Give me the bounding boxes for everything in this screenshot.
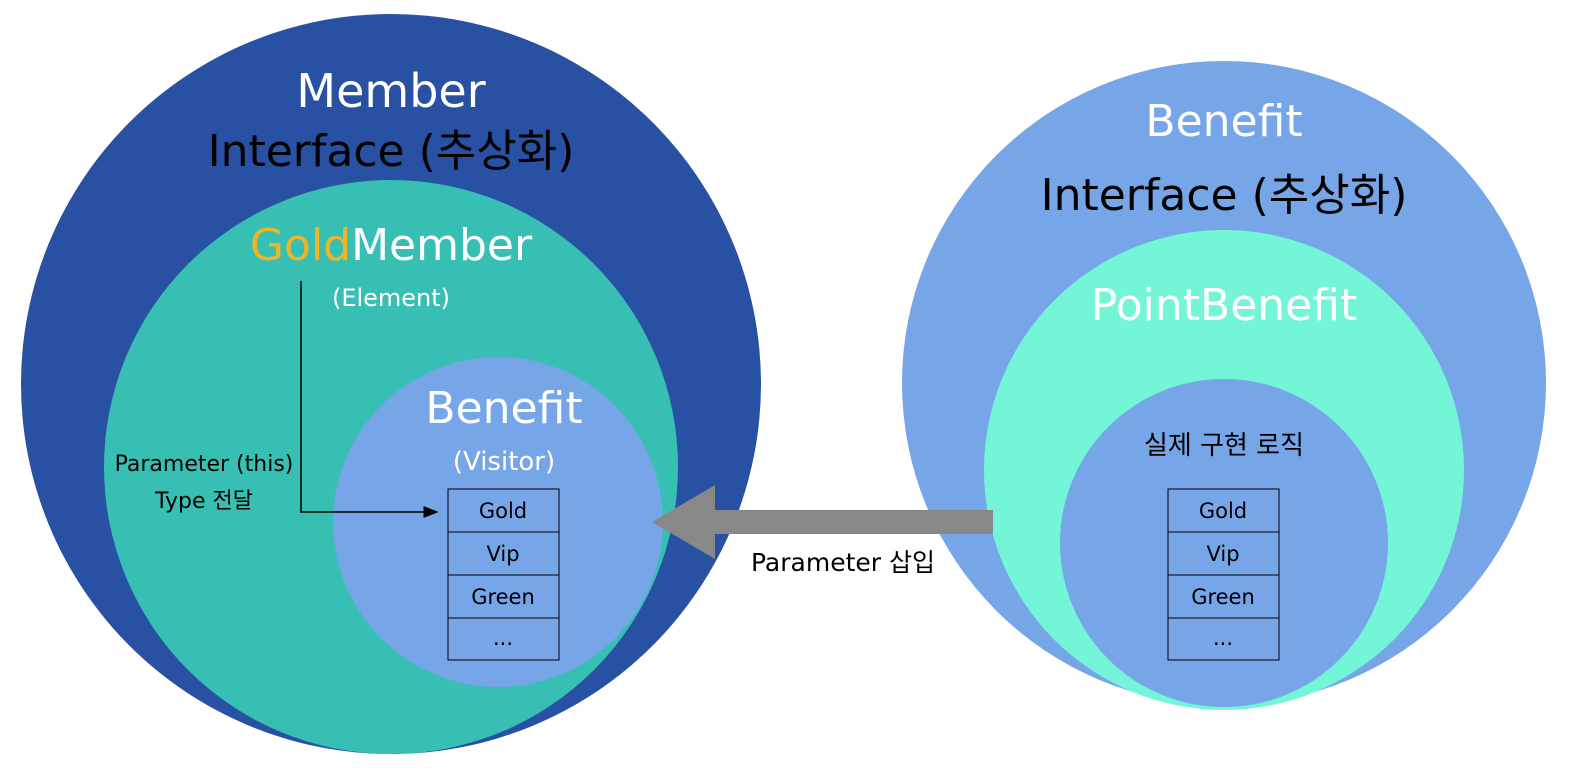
logic-circle <box>1060 379 1388 707</box>
logic-label: 실제 구현 로직 <box>1144 431 1304 461</box>
param-this-label: Parameter (this) <box>115 452 294 477</box>
table-row: Vip <box>1206 542 1239 566</box>
benefit-group: Benefit Interface (추상화) PointBenefit 실제 … <box>902 61 1546 710</box>
table-row: Green <box>471 585 535 609</box>
table-row: Gold <box>479 499 527 523</box>
benefit-interface-title: Interface (추상화) <box>1041 170 1408 221</box>
point-benefit-title: PointBenefit <box>1091 280 1357 331</box>
table-row: ... <box>1213 626 1233 650</box>
member-group: Member Interface (추상화) GoldMember (Eleme… <box>21 14 761 754</box>
big-left-arrow <box>652 485 993 559</box>
gold-word: Gold <box>250 220 351 271</box>
member-interface-title: Interface (추상화) <box>208 126 575 177</box>
parameter-insert-arrow: Parameter 삽입 <box>652 485 993 577</box>
benefit-type-table: Gold Vip Green ... <box>1167 488 1280 661</box>
type-pass-label: Type 전달 <box>154 489 253 514</box>
visitor-title: Benefit <box>425 383 582 434</box>
member-title: Member <box>296 64 485 118</box>
visitor-label: (Visitor) <box>453 447 555 477</box>
table-row: Vip <box>486 542 519 566</box>
table-cell <box>447 617 560 661</box>
table-row: Gold <box>1199 499 1247 523</box>
parameter-insert-label: Parameter 삽입 <box>751 548 935 577</box>
benefit-visitor-circle <box>333 357 663 687</box>
visitor-type-table: Gold Vip Green ... <box>447 488 560 661</box>
table-row: ... <box>493 626 513 650</box>
element-label: (Element) <box>332 284 450 312</box>
table-row: Green <box>1191 585 1255 609</box>
member-word: Member <box>351 220 533 271</box>
benefit-title: Benefit <box>1145 96 1302 147</box>
gold-member-title: GoldMember <box>250 220 533 271</box>
this-pass-connector <box>300 281 439 518</box>
table-cell <box>1167 617 1280 661</box>
